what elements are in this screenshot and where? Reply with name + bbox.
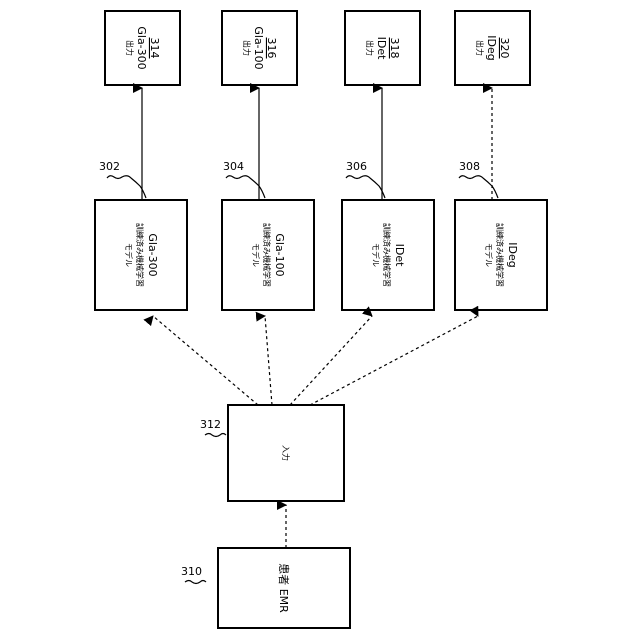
model-ref: 304: [223, 160, 244, 173]
output-box-320: 320 IDeg 出力: [455, 11, 530, 85]
model-line2: モデル: [124, 243, 134, 267]
ref-310-callout: 310: [181, 565, 206, 584]
output-label: 出力: [475, 40, 485, 56]
model-ref: 302: [99, 160, 120, 173]
input-label: 入力: [281, 445, 291, 461]
output-name: Gla-100: [252, 26, 265, 69]
emr-label: 患者 EMR: [277, 563, 290, 613]
output-ref: 316: [265, 38, 278, 59]
model-box-302: Gla-300 訓練済み機械学習 モデル: [95, 200, 187, 310]
input-ref: 312: [200, 418, 221, 431]
arrow-312-304: [265, 316, 272, 405]
ref-302-callout: 302: [99, 160, 146, 198]
model-line1: 訓練済み機械学習: [262, 223, 272, 287]
model-line1: 訓練済み機械学習: [495, 223, 505, 287]
ref-306-callout: 306: [346, 160, 385, 198]
output-ref: 318: [388, 38, 401, 59]
output-box-316: 316 Gla-100 出力: [222, 11, 297, 85]
model-line2: モデル: [371, 243, 381, 267]
model-line1: 訓練済み機械学習: [135, 223, 145, 287]
output-name: IDeg: [485, 35, 498, 60]
model-ref: 306: [346, 160, 367, 173]
model-box-304: Gla-100 訓練済み機械学習 モデル: [222, 200, 314, 310]
arrow-312-306: [290, 316, 372, 405]
arrow-312-302: [153, 316, 258, 405]
emr-ref: 310: [181, 565, 202, 578]
output-label: 出力: [125, 40, 135, 56]
model-name: Gla-300: [146, 233, 159, 276]
model-line2: モデル: [251, 243, 261, 267]
input-box-312: 入力: [228, 405, 344, 501]
model-name: Gla-100: [273, 233, 286, 276]
output-name: Gla-300: [135, 26, 148, 69]
model-line1: 訓練済み機械学習: [382, 223, 392, 287]
emr-box-310: 患者 EMR: [218, 548, 350, 628]
model-ref: 308: [459, 160, 480, 173]
output-box-314: 314 Gla-300 出力: [105, 11, 180, 85]
output-label: 出力: [242, 40, 252, 56]
model-box-308: IDeg 訓練済み機械学習 モデル: [455, 200, 547, 310]
model-name: IDeg: [506, 242, 519, 267]
output-name: IDet: [375, 37, 388, 60]
arrow-312-308: [310, 316, 478, 405]
output-box-318: 318 IDet 出力: [345, 11, 420, 85]
model-line2: モデル: [484, 243, 494, 267]
model-box-306: IDet 訓練済み機械学習 モデル: [342, 200, 434, 310]
output-ref: 314: [148, 38, 161, 59]
model-name: IDet: [393, 244, 406, 267]
output-ref: 320: [498, 38, 511, 59]
ref-312-callout: 312: [200, 418, 226, 437]
output-label: 出力: [365, 40, 375, 56]
